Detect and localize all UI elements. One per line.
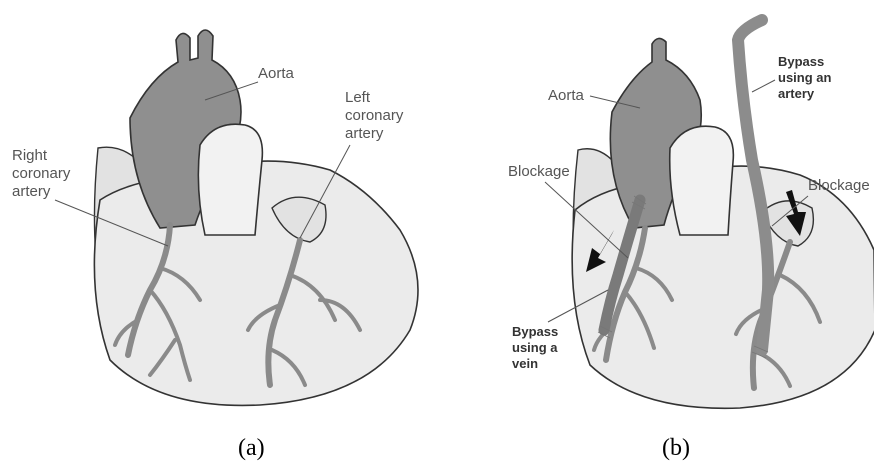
svg-text:artery: artery xyxy=(345,125,384,142)
svg-text:Aorta: Aorta xyxy=(258,65,295,82)
svg-text:Left: Left xyxy=(345,89,371,106)
svg-text:vein: vein xyxy=(512,356,538,371)
label-bypass-artery: Bypass using an artery xyxy=(752,54,832,101)
svg-text:Right: Right xyxy=(12,147,48,164)
svg-text:Bypass: Bypass xyxy=(512,324,558,339)
caption-a: (a) xyxy=(238,435,265,461)
svg-text:Aorta: Aorta xyxy=(548,87,585,104)
panel-a: Aorta Right coronary artery Left coronar… xyxy=(12,30,418,461)
svg-text:using a: using a xyxy=(512,340,558,355)
heart-illustration xyxy=(94,30,418,405)
svg-text:Bypass: Bypass xyxy=(778,54,824,69)
svg-text:Blockage: Blockage xyxy=(808,177,870,194)
svg-text:coronary: coronary xyxy=(345,107,404,124)
svg-text:artery: artery xyxy=(778,86,815,101)
svg-text:artery: artery xyxy=(12,183,51,200)
panel-b: Aorta Bypass using an artery Blockage Bl… xyxy=(508,20,874,461)
svg-text:Blockage: Blockage xyxy=(508,163,570,180)
caption-b: (b) xyxy=(662,435,690,461)
svg-text:coronary: coronary xyxy=(12,165,71,182)
svg-text:using an: using an xyxy=(778,70,832,85)
